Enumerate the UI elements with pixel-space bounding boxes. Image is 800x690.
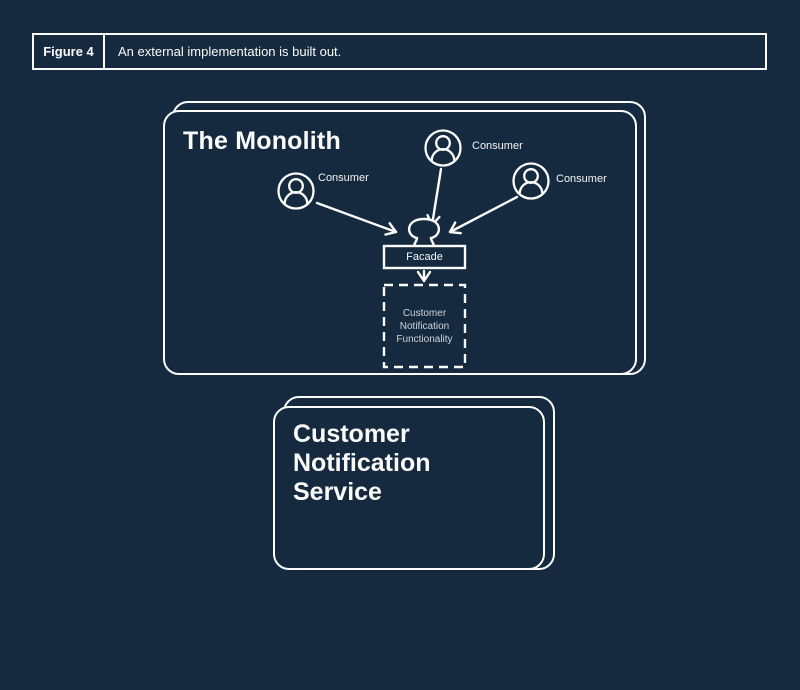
figure-caption: An external implementation is built out. xyxy=(118,44,342,59)
consumer-label: Consumer xyxy=(556,173,607,185)
service-title-line: Customer xyxy=(293,420,410,448)
service-title-line: Service xyxy=(293,478,382,506)
functionality-line: Notification xyxy=(399,320,450,332)
service-title-line: Notification xyxy=(293,449,431,477)
figure-bar: Figure 4 An external implementation is b… xyxy=(32,33,767,70)
consumer-label: Consumer xyxy=(318,172,369,184)
facade-label: Facade xyxy=(406,251,443,263)
service-title: Customer Notification Service xyxy=(293,420,431,507)
monolith-title: The Monolith xyxy=(183,127,341,155)
service-box xyxy=(273,406,545,570)
functionality-line: Functionality xyxy=(396,333,453,345)
functionality-label: Customer Notification Functionality xyxy=(384,285,465,367)
consumer-label: Consumer xyxy=(472,140,523,152)
figure-number-label: Figure 4 xyxy=(34,35,105,68)
functionality-line: Customer xyxy=(402,307,447,319)
